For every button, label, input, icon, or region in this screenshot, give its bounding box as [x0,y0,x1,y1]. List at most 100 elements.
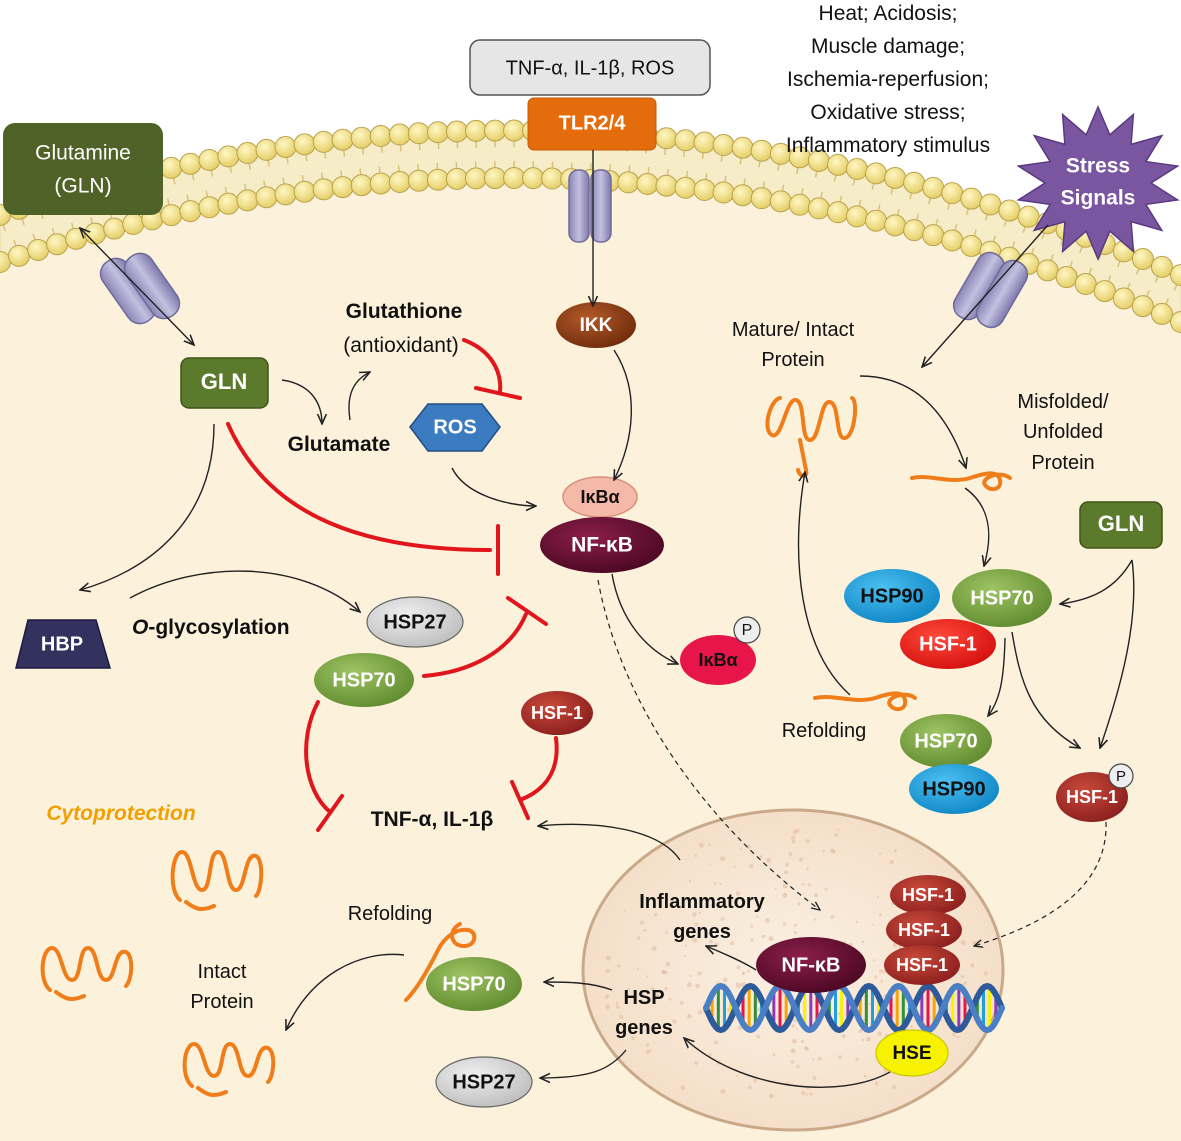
channel-icon [568,169,612,243]
protein-icon [40,946,134,1001]
hsf1-node [884,945,960,985]
tlr-receptor [527,97,657,151]
gln-right-label: GLN [1098,511,1144,536]
hsp70-label: HSP70 [914,730,977,752]
hsp70-node [952,569,1052,627]
inhibition-line [462,338,503,394]
glutamate-label: Glutamate [288,433,391,456]
arrow [540,1049,627,1078]
inhibition-bar [510,780,530,820]
hsp70-node [900,714,992,768]
refolding-label: Refolding [348,903,433,925]
protein-icon [910,471,1012,492]
ikba-phospho-label: IκBα [698,650,737,670]
inflammatory-genes-label: Inflammatory [639,891,765,913]
phosphate-label: P [1116,768,1126,785]
arrow [988,637,1006,716]
phosphate-label: P [742,622,753,639]
ikba-label: IκBα [580,487,619,507]
hsf1-node [890,875,966,915]
o-glycosylation-label: O-glycosylation [132,616,290,639]
phosphate-icon [733,616,761,644]
hsp27-node [366,596,464,648]
hsp27-node [435,1056,533,1108]
stress-item: Muscle damage; [811,35,965,58]
protein-icon [813,691,917,712]
antioxidant-label: (antioxidant) [343,334,459,357]
stress-item: Oxidative stress; [810,101,965,124]
hsp70-node [426,957,522,1011]
stimuli-label: TNF-α, IL-1β, ROS [506,57,675,79]
arrow [80,228,194,345]
hsf1-node [521,691,593,735]
inhibition-line [422,612,528,678]
misfolded-protein-label: Misfolded/ [1017,391,1109,413]
arrow [451,467,536,506]
hsp70-label: HSP70 [332,669,395,691]
channel-icon [952,251,1029,329]
phosphate-icon [1108,763,1134,789]
inhibition-line [518,736,559,802]
hse-label: HSE [892,1043,931,1064]
ros-label: ROS [433,416,476,438]
inhibition-bar [506,596,548,626]
protein-icon [182,1042,276,1097]
hsp-genes-label: genes [615,1017,673,1039]
ikba-phospho-node [680,635,756,685]
mature-protein-label: Mature/ Intact [732,319,855,341]
intact-protein-label: Intact [198,961,247,983]
hsp90-node [844,569,940,623]
hsf1-label: HSF-1 [919,633,977,655]
cytoprotection-label: Cytoprotection [46,802,195,825]
stimuli-box [469,39,711,96]
dashed-arrow [597,579,820,910]
glutamine-box [3,123,163,215]
ikk-label: IKK [580,315,613,336]
inhibition-line [304,700,332,814]
hsp27-label: HSP27 [383,611,446,633]
hsp-genes-label: HSP [623,987,664,1009]
arrow [797,472,851,696]
stress-item: Inflammatory stimulus [786,134,990,157]
hsp90-label: HSP90 [922,778,985,800]
nfkb-label: NF-κB [571,534,633,557]
arrow [964,487,989,566]
intact-protein-label: Protein [190,991,253,1013]
dna-icon [703,982,1005,1034]
stress-item: Ischemia-reperfusion; [787,68,989,91]
stress-signals-label: Signals [1061,187,1136,210]
arrow [538,824,681,861]
arrow [80,423,215,590]
arrow [286,953,405,1030]
cytokines-label: TNF-α, IL-1β [371,808,494,831]
tlr-label: TLR2/4 [559,112,627,134]
stress-signals-burst [1016,105,1180,261]
gln-node [180,357,269,409]
gln-node-right [1079,501,1163,549]
hsp70-label: HSP70 [442,973,505,995]
hsp70-label: HSP70 [970,587,1033,609]
arrow [614,349,632,480]
arrow [1100,559,1135,748]
ikba-node [562,476,638,518]
hsf1-label: HSF-1 [531,703,583,723]
arrow [1011,631,1080,748]
hsp90-label: HSP90 [860,585,923,607]
hsf1-label: HSF-1 [896,955,948,975]
misfolded-protein-label: Unfolded [1023,421,1103,443]
hbp-label: HBP [41,633,83,655]
hsp90-node [909,764,999,814]
arrow [684,1038,891,1088]
arrow [922,224,1049,367]
glutathione-label: Glutathione [346,300,463,323]
arrow [348,372,370,421]
inhibition-bar [474,386,522,400]
arrow [611,573,678,664]
hsf1-phospho-node [1056,772,1128,822]
ros-node [409,403,501,452]
nfkb-label: NF-κB [782,954,841,976]
inhibition-line [226,422,492,552]
arrow [281,379,322,424]
